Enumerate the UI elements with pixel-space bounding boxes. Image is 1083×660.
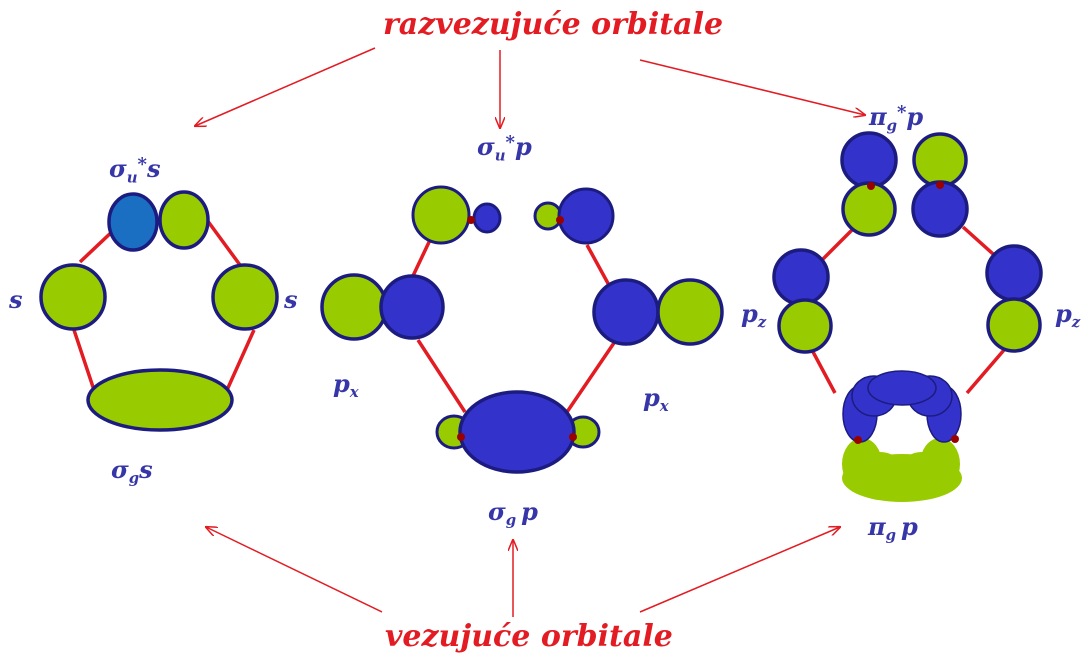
arrow-to-sigma-u-s — [195, 47, 376, 126]
pz-atom-left-label: pz — [741, 299, 767, 332]
arrow-to-pi-g-bonding — [639, 527, 840, 613]
s-atom-left-label: s — [9, 285, 23, 314]
s-atom-right-orbital — [211, 263, 279, 331]
sigma-u-star-s-label: σu*s — [109, 154, 161, 187]
green-lobe — [842, 438, 962, 502]
pi-g-star-p-orbital-left — [840, 131, 898, 237]
px-atom-left-label: px — [333, 369, 359, 402]
sigma-u-star-s-orbital — [107, 190, 210, 252]
green-lobe — [158, 190, 210, 250]
px-bond-lines — [410, 239, 618, 413]
node-dot — [556, 216, 564, 224]
sigma-g-s-orbital — [86, 368, 234, 432]
bottom-arrows — [206, 527, 840, 617]
blue-lobe — [842, 370, 962, 443]
px-panel — [320, 185, 724, 474]
node-dot — [936, 181, 944, 189]
node-dot — [467, 216, 475, 224]
pz-panel — [772, 131, 1043, 502]
node-dot — [951, 435, 959, 443]
arrow-to-sigma-g-s — [206, 527, 383, 613]
pi-g-star-p-orbital-right — [911, 132, 969, 238]
node-dot — [457, 433, 465, 441]
s-panel — [39, 190, 279, 432]
px-atom-right-orbital — [592, 278, 724, 346]
s-bond-lines — [72, 210, 256, 391]
pz-atom-right-orbital — [985, 244, 1043, 353]
bonding-heading: vezujuće orbitale — [385, 619, 673, 654]
pz-atom-right-label: pz — [1055, 299, 1081, 332]
sigma-u-star-p-label: σu*p — [477, 132, 532, 165]
pz-bond-lines — [810, 225, 1006, 395]
px-atom-left-orbital — [320, 273, 445, 341]
arrow-to-pi-g-p — [639, 59, 865, 115]
sigma-g-s-label: σgs — [111, 455, 153, 488]
top-arrows — [195, 47, 865, 128]
teal-lobe — [107, 192, 159, 252]
node-dot — [569, 433, 577, 441]
s-atom-left-orbital — [39, 263, 107, 331]
sigma-u-star-p-orbital-left — [411, 185, 502, 245]
sigma-g-p-orbital — [435, 390, 601, 474]
s-atom-right-label: s — [284, 285, 298, 314]
antibonding-heading: razvezujuće orbitale — [383, 7, 724, 42]
pi-g-p-bonding-orbital — [842, 370, 962, 502]
pz-atom-left-orbital — [772, 248, 833, 354]
node-dot — [867, 182, 875, 190]
sigma-u-star-p-orbital-right — [533, 187, 615, 245]
px-atom-right-label: px — [643, 383, 669, 416]
pi-g-star-p-label: πg*p — [869, 102, 924, 135]
node-dot — [854, 436, 862, 444]
